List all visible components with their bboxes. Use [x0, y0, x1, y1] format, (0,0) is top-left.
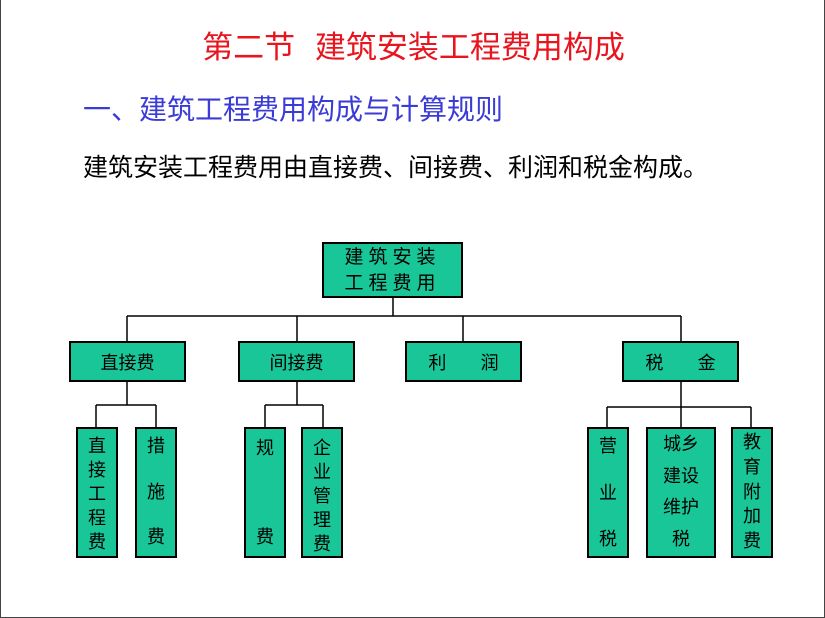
enterprise-management-char: 费	[313, 534, 331, 555]
business-tax-char: 税	[599, 529, 617, 550]
enterprise-management-char: 管	[313, 486, 331, 507]
direct-engineering-box: 直 接 工 程 费	[76, 427, 118, 558]
profit-label: 利 润	[428, 352, 499, 374]
direct-cost-box: 直接费	[69, 341, 186, 382]
fees-char: 费	[256, 527, 274, 548]
business-tax-box: 营 业 税	[587, 427, 629, 558]
enterprise-management-char: 业	[313, 462, 331, 483]
education-surcharge-char: 加	[743, 506, 761, 528]
root-label-line2: 工程费用	[344, 272, 441, 294]
education-surcharge-char: 费	[743, 531, 761, 552]
profit-box: 利 润	[405, 341, 522, 382]
direct-engineering-char: 工	[88, 484, 106, 505]
direct-engineering-char: 直	[88, 436, 106, 457]
indirect-cost-label: 间接费	[269, 352, 324, 374]
measures-char: 施	[147, 481, 165, 503]
urban-construction-tax-text: 维护	[663, 497, 699, 519]
enterprise-management-box: 企 业 管 理 费	[301, 427, 343, 558]
enterprise-management-char: 企	[313, 438, 331, 459]
education-surcharge-char: 教	[743, 432, 761, 453]
education-surcharge-box: 教 育 附 加 费	[731, 427, 773, 558]
business-tax-char: 业	[599, 482, 617, 504]
indirect-cost-box: 间接费	[238, 341, 355, 382]
measures-char: 费	[147, 527, 165, 548]
urban-construction-tax-text: 税	[672, 528, 690, 550]
measures-char: 措	[147, 436, 165, 457]
fees-box: 规 费	[244, 427, 286, 558]
urban-construction-tax-text: 建设	[663, 465, 699, 487]
section-heading: 一、建筑工程费用构成与计算规则	[83, 93, 504, 126]
tax-label: 税 金	[645, 352, 716, 374]
urban-construction-tax-box: 城乡 建设 维护 税	[646, 427, 716, 558]
root-label-line1: 建筑安装	[344, 246, 441, 268]
enterprise-management-char: 理	[313, 510, 331, 531]
business-tax-char: 营	[599, 436, 617, 457]
root-box: 建筑安装 工程费用	[322, 242, 463, 298]
direct-engineering-char: 程	[88, 508, 106, 529]
tax-box: 税 金	[622, 341, 739, 382]
education-surcharge-char: 附	[743, 481, 761, 503]
direct-engineering-char: 接	[88, 460, 106, 481]
fees-char: 规	[256, 438, 274, 459]
education-surcharge-char: 育	[743, 456, 761, 478]
body-text: 建筑安装工程费用由直接费、间接费、利润和税金构成。	[83, 153, 709, 182]
measures-box: 措 施 费	[135, 427, 177, 558]
urban-construction-tax-text: 城乡	[663, 434, 699, 455]
slide-title: 第二节 建筑安装工程费用构成	[202, 30, 625, 66]
direct-engineering-char: 费	[88, 532, 106, 553]
direct-cost-label: 直接费	[100, 352, 155, 374]
